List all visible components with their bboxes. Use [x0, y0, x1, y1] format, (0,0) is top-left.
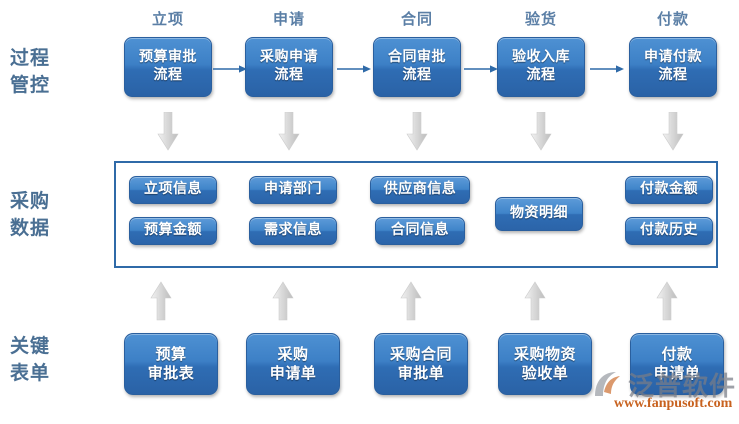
process-box-line1: 预算审批: [139, 49, 197, 66]
form-box-line1: 采购: [277, 344, 309, 363]
row-label-key-forms: 关键 表单: [0, 333, 92, 387]
flow-arrow-right-icon: [464, 65, 498, 73]
down-arrow-icon: [278, 112, 300, 151]
data-box-gongYingShangXinXi[interactable]: 供应商信息: [370, 176, 470, 204]
data-box-wuZiMingXi[interactable]: 物资明细: [495, 197, 583, 231]
flow-arrow-right-icon: [213, 65, 247, 73]
process-box-line1: 合同审批: [388, 49, 446, 66]
process-box-line1: 验收入库: [512, 49, 570, 66]
data-box-fuKuanJinE[interactable]: 付款金额: [625, 176, 713, 204]
form-box-line1: 采购物资: [513, 344, 576, 363]
form-box-line2: 审批表: [147, 364, 195, 382]
data-box-xuQiuXinXi[interactable]: 需求信息: [249, 217, 337, 245]
stage-caption-4: 验货: [524, 10, 557, 28]
row-label-line1: 关键: [10, 335, 51, 357]
form-box-1[interactable]: 预算 审批表: [124, 333, 218, 395]
data-box-yuSuanJinE[interactable]: 预算金额: [129, 217, 217, 245]
data-box-heTongXinXi[interactable]: 合同信息: [375, 217, 465, 245]
form-box-line1: 付款: [661, 344, 693, 363]
stage-caption-3: 合同: [400, 10, 433, 28]
process-box-line2: 流程: [153, 67, 183, 83]
process-box-line2: 流程: [658, 67, 688, 83]
row-label-line2: 管控: [10, 74, 51, 96]
data-box-liXiangXinXi[interactable]: 立项信息: [129, 176, 217, 204]
watermark-url: www.fanpusoft.com: [614, 396, 733, 411]
brand-logo-icon: [595, 372, 620, 396]
row-label-line1: 过程: [10, 47, 51, 69]
form-box-5[interactable]: 付款 申请单: [630, 333, 724, 395]
row-label-procurement-data: 采购 数据: [0, 188, 92, 242]
row-label-line2: 数据: [10, 217, 51, 239]
flow-arrow-right-icon: [590, 65, 624, 73]
process-box-line1: 申请付款: [644, 49, 702, 66]
stage-caption-1: 立项: [151, 10, 184, 28]
process-box-5[interactable]: 申请付款 流程: [629, 37, 717, 97]
up-arrow-icon: [524, 281, 546, 321]
form-box-line1: 采购合同: [389, 344, 452, 363]
down-arrow-icon: [157, 112, 179, 151]
data-box-shenQingBuMen[interactable]: 申请部门: [249, 176, 337, 204]
down-arrow-icon: [406, 112, 428, 151]
up-arrow-icon: [400, 281, 422, 321]
process-box-line2: 流程: [402, 67, 432, 83]
form-box-line2: 申请单: [269, 364, 317, 382]
row-label-line1: 采购: [10, 190, 51, 212]
down-arrow-icon: [530, 112, 552, 151]
process-box-line2: 流程: [526, 67, 556, 83]
flow-arrow-right-icon: [337, 65, 371, 73]
process-box-line2: 流程: [274, 67, 304, 83]
form-box-line2: 验收单: [521, 364, 569, 382]
form-box-4[interactable]: 采购物资 验收单: [498, 333, 592, 395]
data-box-fuKuanLiShi[interactable]: 付款历史: [625, 217, 713, 245]
form-box-line2: 审批单: [397, 364, 445, 382]
up-arrow-icon: [150, 281, 172, 321]
process-box-1[interactable]: 预算审批 流程: [124, 37, 212, 97]
process-box-line1: 采购申请: [260, 49, 318, 66]
up-arrow-icon: [272, 281, 294, 321]
form-box-3[interactable]: 采购合同 审批单: [374, 333, 468, 395]
form-box-2[interactable]: 采购 申请单: [246, 333, 340, 395]
process-box-4[interactable]: 验收入库 流程: [497, 37, 585, 97]
row-label-line2: 表单: [10, 362, 51, 384]
down-arrow-icon: [662, 112, 684, 151]
stage-caption-5: 付款: [656, 10, 689, 28]
row-label-process-control: 过程 管控: [0, 45, 92, 99]
form-box-line1: 预算: [155, 344, 187, 363]
process-box-3[interactable]: 合同审批 流程: [373, 37, 461, 97]
process-box-2[interactable]: 采购申请 流程: [245, 37, 333, 97]
stage-caption-2: 申请: [272, 10, 305, 28]
form-box-line2: 申请单: [653, 364, 701, 382]
up-arrow-icon: [656, 281, 678, 321]
